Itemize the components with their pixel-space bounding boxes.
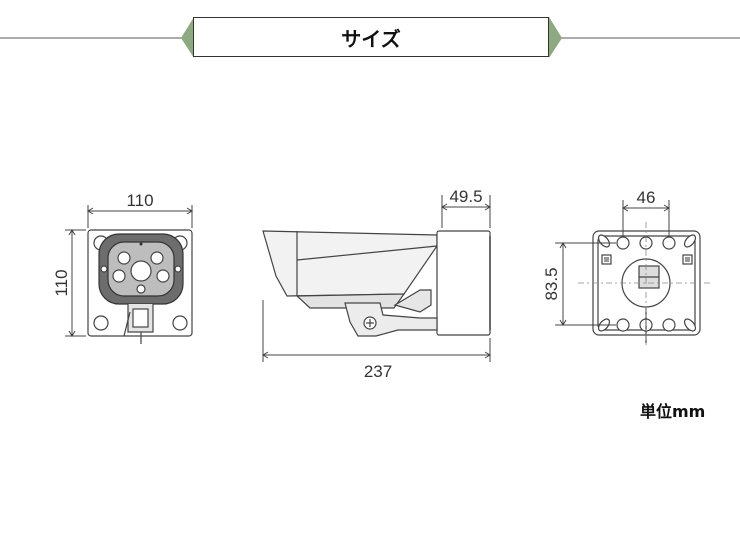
ir-led-3 (112, 269, 126, 283)
side-view (262, 230, 491, 337)
front-view (87, 229, 193, 344)
front-height-label: 110 (52, 269, 71, 296)
rear-view (592, 230, 701, 343)
rear-slot-br (683, 318, 697, 332)
total-length-label: 237 (364, 362, 392, 381)
front-screw-br (172, 315, 188, 331)
ir-led-1 (117, 251, 131, 265)
front-screw-bl (93, 315, 109, 331)
ir-led-4 (156, 269, 170, 283)
rear-hole-1 (616, 236, 630, 250)
front-height-dimension (65, 229, 86, 337)
hole-spacing-label: 46 (637, 188, 656, 207)
front-width-label: 110 (126, 191, 153, 210)
rear-hole-4 (616, 318, 630, 332)
side-wall-mount (436, 230, 491, 336)
side-bracket-dimension (441, 195, 491, 228)
rear-spacing-dimension (622, 200, 670, 236)
unit-label: 単位mm (640, 402, 706, 421)
front-lens (130, 260, 152, 282)
rear-hole-6 (662, 318, 676, 332)
rear-vertical-dimension (555, 242, 616, 326)
page-title: サイズ (193, 17, 549, 57)
side-bracket-joint (393, 289, 432, 313)
bracket-depth-label: 49.5 (449, 187, 482, 206)
front-width-dimension (87, 205, 193, 228)
rear-hole-3 (662, 236, 676, 250)
side-sunshield (262, 230, 438, 297)
header-accent-right (549, 17, 562, 58)
rear-slot-tr (683, 234, 697, 248)
side-length-dimension (262, 300, 491, 362)
hole-vertical-label: 83.5 (542, 267, 561, 300)
ir-led-2 (150, 251, 164, 265)
rear-slot-tl (597, 234, 611, 248)
rear-centerlines (578, 222, 712, 345)
header-accent-left (181, 17, 194, 58)
